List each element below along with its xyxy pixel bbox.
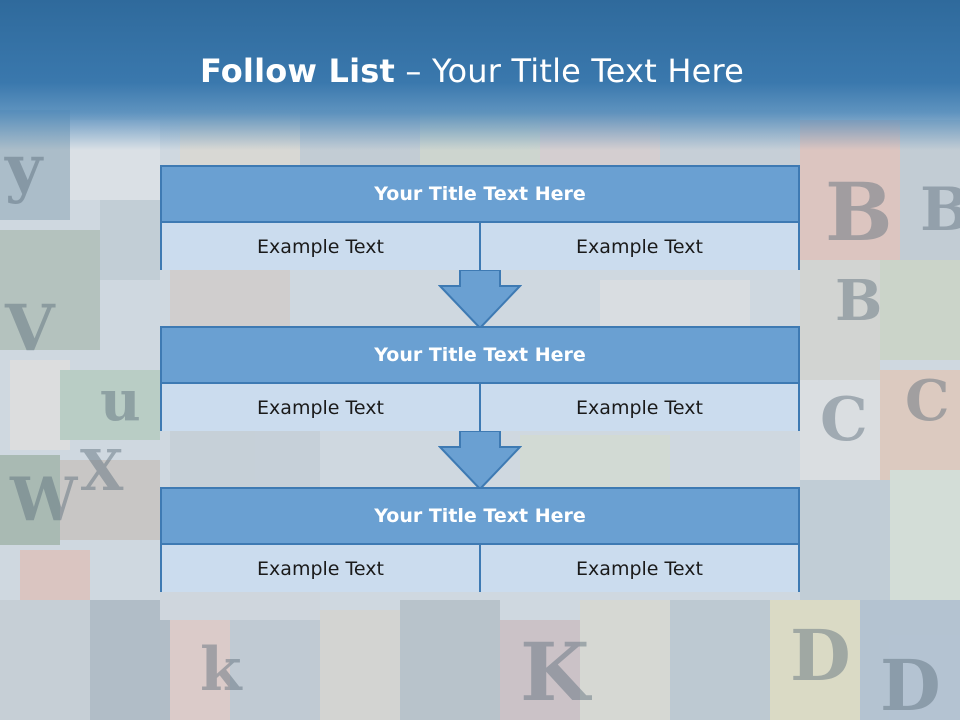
step-title-3: Your Title Text Here <box>162 489 798 545</box>
down-arrow-icon <box>438 270 522 330</box>
svg-text:C: C <box>820 385 868 455</box>
svg-text:X: X <box>80 438 124 504</box>
step-row-2: Example Text Example Text <box>162 384 798 431</box>
svg-text:V: V <box>4 291 56 366</box>
step-box-2: Your Title Text Here Example Text Exampl… <box>160 326 800 431</box>
svg-text:B: B <box>835 268 882 334</box>
svg-text:D: D <box>790 614 851 697</box>
slide-title-rest: – Your Title Text Here <box>395 52 745 90</box>
slide-title: Follow List – Your Title Text Here <box>0 52 944 90</box>
step-3-left-text: Example Text <box>162 545 479 592</box>
down-arrow-icon <box>438 431 522 491</box>
svg-text:B: B <box>920 175 960 245</box>
step-1-left-text: Example Text <box>162 223 479 270</box>
step-1-right-text: Example Text <box>479 223 798 270</box>
svg-text:k: k <box>200 635 243 705</box>
step-row-3: Example Text Example Text <box>162 545 798 592</box>
title-band <box>0 0 960 150</box>
step-title-2: Your Title Text Here <box>162 328 798 384</box>
step-2-left-text: Example Text <box>162 384 479 431</box>
step-box-3: Your Title Text Here Example Text Exampl… <box>160 487 800 592</box>
svg-text:K: K <box>520 625 592 719</box>
step-row-1: Example Text Example Text <box>162 223 798 270</box>
step-title-1: Your Title Text Here <box>162 167 798 223</box>
svg-text:B: B <box>825 165 893 259</box>
svg-text:W: W <box>9 465 79 535</box>
step-2-right-text: Example Text <box>479 384 798 431</box>
svg-text:u: u <box>100 368 141 434</box>
step-box-1: Your Title Text Here Example Text Exampl… <box>160 165 800 270</box>
slide-title-bold: Follow List <box>199 52 396 90</box>
step-3-right-text: Example Text <box>479 545 798 592</box>
svg-text:C: C <box>905 368 950 434</box>
svg-text:D: D <box>880 644 941 720</box>
